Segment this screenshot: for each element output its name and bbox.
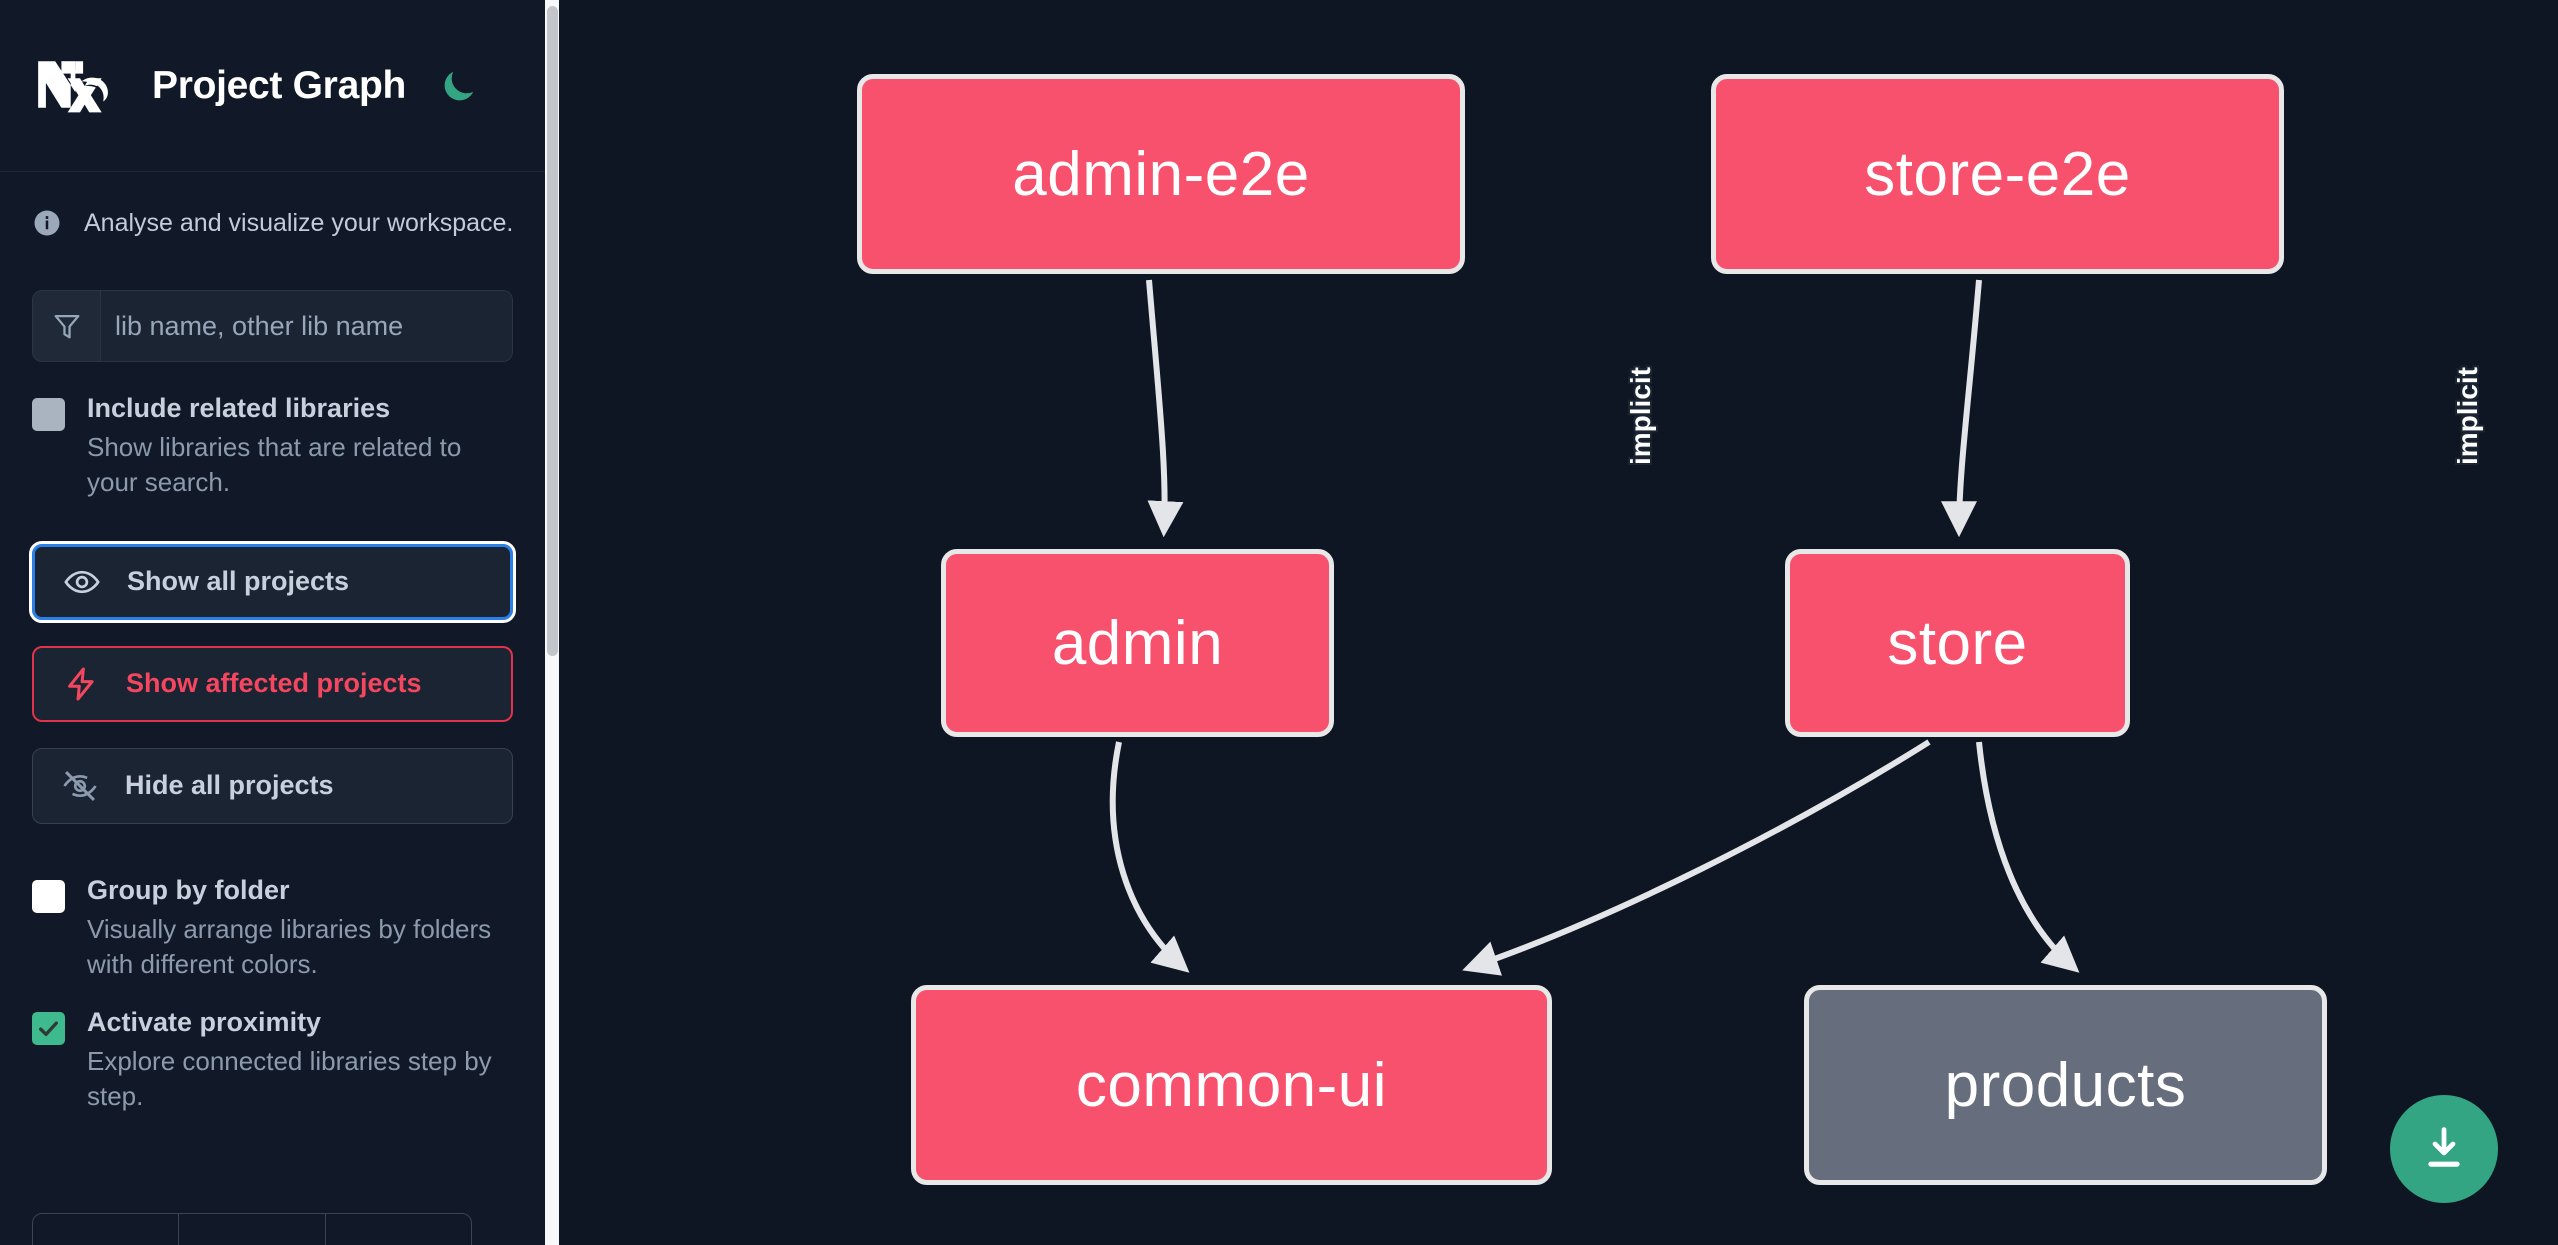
workspace-info-text: Analyse and visualize your workspace. xyxy=(84,208,514,237)
graph-node-store[interactable]: store xyxy=(1785,549,2130,737)
filter-field[interactable] xyxy=(32,290,513,362)
hide-all-projects-label: Hide all projects xyxy=(125,770,334,801)
edge-store-e2e-store xyxy=(1941,279,1982,538)
sidebar-scrollbar[interactable] xyxy=(545,0,559,1245)
project-graph-canvas[interactable]: admin-e2e store-e2e admin store common-u… xyxy=(559,0,2558,1245)
checkbox-box-include-related[interactable] xyxy=(32,398,65,431)
graph-node-common-ui[interactable]: common-ui xyxy=(911,985,1552,1185)
edge-store-products xyxy=(1976,741,2080,973)
graph-edges xyxy=(1109,279,2080,976)
graph-node-admin[interactable]: admin xyxy=(941,549,1334,737)
checkbox-desc-activate-proximity: Explore connected libraries step by step… xyxy=(87,1045,492,1111)
graph-node-label-store: store xyxy=(1887,608,2028,678)
moon-icon[interactable] xyxy=(436,63,482,109)
edge-store-common-ui xyxy=(1462,739,1931,976)
checkbox-box-group-by-folder[interactable] xyxy=(32,879,65,913)
workspace-info: Analyse and visualize your workspace. xyxy=(0,172,545,238)
graph-node-label-admin-e2e: admin-e2e xyxy=(1012,139,1310,209)
nx-logo xyxy=(32,55,128,117)
checkbox-label-include-related: Include related libraries xyxy=(87,393,391,423)
search-input[interactable] xyxy=(101,291,512,361)
show-all-projects-label: Show all projects xyxy=(127,566,350,597)
graph-node-label-common-ui: common-ui xyxy=(1075,1050,1388,1120)
checkbox-desc-include-related: Show libraries that are related to your … xyxy=(87,431,462,497)
segment-option-3[interactable] xyxy=(326,1214,471,1245)
graph-node-products[interactable]: products xyxy=(1804,985,2327,1185)
download-icon xyxy=(2417,1121,2471,1178)
graph-node-label-store-e2e: store-e2e xyxy=(1864,139,2131,209)
project-visibility-buttons: Show all projects Show affected projects xyxy=(0,500,545,824)
hide-all-projects-button[interactable]: Hide all projects xyxy=(32,747,513,824)
filter-funnel-icon xyxy=(33,291,101,361)
checkbox-activate-proximity[interactable]: Activate proximity Explore connected lib… xyxy=(0,982,545,1114)
graph-node-label-admin: admin xyxy=(1051,608,1224,678)
segmented-control[interactable] xyxy=(32,1213,472,1245)
page-title: Project Graph xyxy=(152,63,406,107)
edge-admin-e2e-admin xyxy=(1146,279,1184,538)
checkbox-label-activate-proximity: Activate proximity xyxy=(87,1006,322,1037)
checkbox-box-activate-proximity[interactable] xyxy=(32,1011,65,1045)
show-affected-projects-label: Show affected projects xyxy=(126,668,422,699)
show-all-projects-button[interactable]: Show all projects xyxy=(29,540,516,623)
eye-off-icon xyxy=(61,767,101,805)
checkbox-label-group-by-folder: Group by folder xyxy=(87,874,290,905)
show-affected-projects-button[interactable]: Show affected projects xyxy=(32,645,513,722)
segment-option-1[interactable] xyxy=(33,1214,180,1245)
download-graph-button[interactable] xyxy=(2390,1095,2498,1203)
info-icon xyxy=(32,208,62,238)
sidebar-header: Project Graph xyxy=(0,0,545,172)
edge-label-implicit-store: implicit xyxy=(2452,366,2484,466)
graph-node-admin-e2e[interactable]: admin-e2e xyxy=(857,74,1465,274)
graph-node-label-products: products xyxy=(1944,1050,2187,1120)
edge-admin-common-ui xyxy=(1109,741,1190,973)
edge-label-implicit-admin: implicit xyxy=(1625,366,1657,466)
segment-option-2[interactable] xyxy=(179,1214,326,1245)
lightning-bolt-icon xyxy=(62,665,102,703)
sidebar: Project Graph Analyse and visualize yo xyxy=(0,0,559,1245)
graph-node-store-e2e[interactable]: store-e2e xyxy=(1711,74,2284,274)
sidebar-scrollbar-thumb[interactable] xyxy=(547,6,558,656)
checkbox-group-by-folder[interactable]: Group by folder Visually arrange librari… xyxy=(0,850,545,982)
checkbox-desc-group-by-folder: Visually arrange libraries by folders wi… xyxy=(87,913,492,979)
checkbox-include-related-libraries[interactable]: Include related libraries Show libraries… xyxy=(0,362,545,500)
eye-icon xyxy=(63,563,103,601)
